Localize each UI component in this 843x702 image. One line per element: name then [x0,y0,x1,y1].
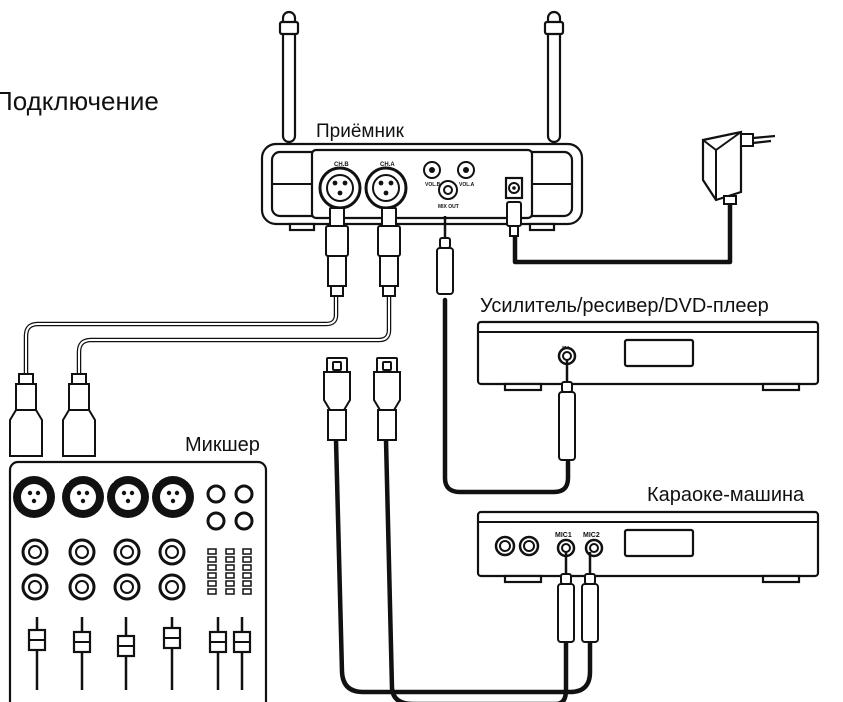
xlr-plug-a [377,207,401,297]
karaoke-knob-2 [518,535,540,557]
vol-a-label: VOL.A [459,182,475,188]
vol-b-knob [423,161,441,179]
power-cable [512,197,733,265]
antenna-right [543,10,565,144]
mixer-level-meters [207,548,252,595]
karaoke-label: Караоке-машина [647,484,805,506]
dc-plug [506,201,522,237]
amplifier: IN [476,320,820,392]
amplifier-display [623,338,695,368]
mixer-xlr-input-2 [62,476,104,518]
mixer-faders [27,617,252,690]
mixer-knobs-row-2 [21,573,186,601]
mic1-label: MIC1 [555,532,572,539]
mixer-label: Микшер [185,434,260,456]
amplifier-label: Усилитель/ресивер/DVD-плеер [480,295,769,317]
xlr-cable-b [23,290,339,379]
ch-b-label: CH.B [334,162,349,168]
receiver-xlr-plugs [325,207,401,297]
page-title: Подключение [0,86,159,116]
karaoke-machine: MIC1 MIC2 [476,510,820,584]
cables [23,197,733,702]
dc-power-socket [504,176,524,200]
karaoke-jack-plugs [557,552,599,643]
xlr-karaoke-cable-2 [383,437,569,702]
xlr-karaoke-cable-1 [333,437,593,695]
receiver-xlr-b-socket [318,166,362,210]
xlr-plug-b [325,207,349,297]
vol-b-label: VOL.B [425,182,441,188]
mic1-socket [556,538,576,558]
karaoke-xlr-plugs [323,357,401,441]
mic2-socket [584,538,604,558]
mix-out-socket [438,180,458,200]
mixer-small-jacks [206,484,254,531]
mixer [8,460,268,702]
mixer-xlr-plugs [9,373,96,457]
mixer-xlr-plug-2 [62,373,96,457]
mic2-label: MIC2 [583,532,600,539]
ch-a-label: CH.A [380,162,395,168]
karaoke-display [623,528,695,558]
mix-out-label: MIX OUT [438,204,459,210]
mixer-xlr-input-3 [107,476,149,518]
mixer-xlr-plug-1 [9,373,43,457]
receiver-label: Приёмник [316,121,405,142]
mix-out-jack-plug [436,216,454,295]
mixer-knobs-row-1 [21,538,186,566]
karaoke-xlr-plug-2 [373,357,401,441]
receiver-xlr-a-socket [364,166,408,210]
vol-a-knob [457,161,475,179]
jack-cable [442,297,571,495]
amp-jack-plug [558,360,576,461]
mic2-jack-plug [581,552,599,643]
mixer-xlr-input-4 [152,476,194,518]
mic1-jack-plug [557,552,575,643]
mixer-xlr-input-1 [13,476,55,518]
antenna-left [278,10,300,144]
karaoke-knob-1 [494,535,516,557]
power-adapter [701,130,776,205]
mixer-xlr-inputs [13,476,194,518]
karaoke-xlr-plug-1 [323,357,351,441]
receiver: CH.B CH.A VOL.B VOL.A MIX OUT [260,10,584,237]
